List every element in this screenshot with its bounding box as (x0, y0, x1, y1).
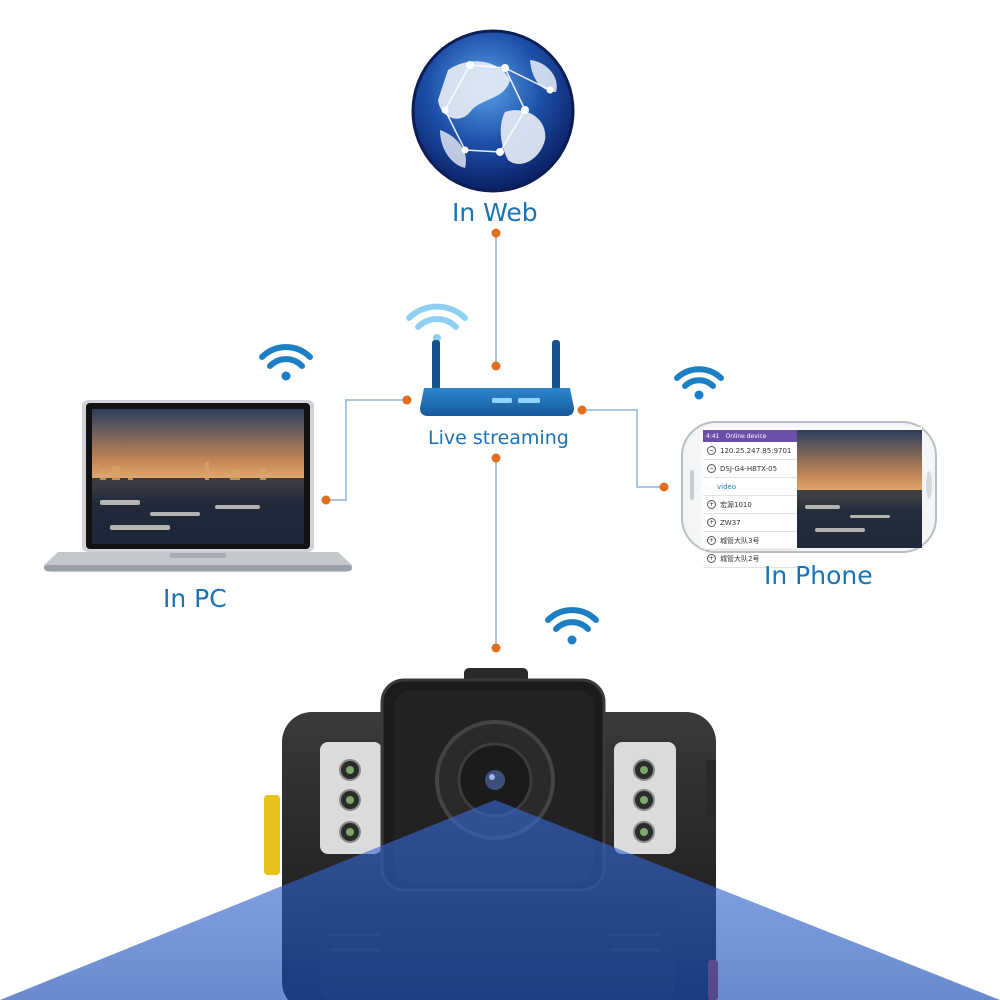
plus-icon: + (707, 536, 716, 545)
plus-icon: + (707, 518, 716, 527)
wifi-icon (259, 344, 313, 381)
connector-lines (326, 233, 664, 648)
globe-icon (411, 29, 575, 193)
minus-icon: − (707, 464, 716, 473)
wifi-icon (406, 303, 468, 342)
laptop-icon (44, 400, 352, 572)
connector-dots (321, 228, 669, 653)
list-item[interactable]: +城管大队3号 (703, 532, 797, 550)
label-in-phone: In Phone (764, 561, 873, 590)
phone-app-time: 4:41 (706, 432, 720, 440)
label-live-streaming: Live streaming (428, 427, 569, 449)
list-item[interactable]: +城管大队2号 (703, 550, 797, 568)
list-item[interactable]: video (703, 478, 797, 496)
label-in-web: In Web (452, 198, 538, 227)
wifi-icon (545, 607, 599, 645)
phone-app-title: Online device (725, 432, 767, 440)
label-in-pc: In PC (163, 584, 227, 613)
list-item[interactable]: +宏源1010 (703, 496, 797, 514)
camera-view-beam (0, 800, 1000, 1000)
minus-icon: − (707, 446, 716, 455)
phone-icon (681, 421, 937, 553)
list-item[interactable]: −120.25.247.85:9701 (703, 442, 797, 460)
list-item[interactable]: +ZW37 (703, 514, 797, 532)
list-item[interactable]: −DSJ-G4-HBTX-05 (703, 460, 797, 478)
wifi-icon (674, 366, 724, 400)
phone-app-header: 4:41 Online device (703, 430, 797, 442)
phone-app-screen: 4:41 Online device −120.25.247.85:9701 −… (703, 430, 797, 568)
router-icon (420, 340, 574, 416)
plus-icon: + (707, 500, 716, 509)
plus-icon: + (707, 554, 716, 563)
